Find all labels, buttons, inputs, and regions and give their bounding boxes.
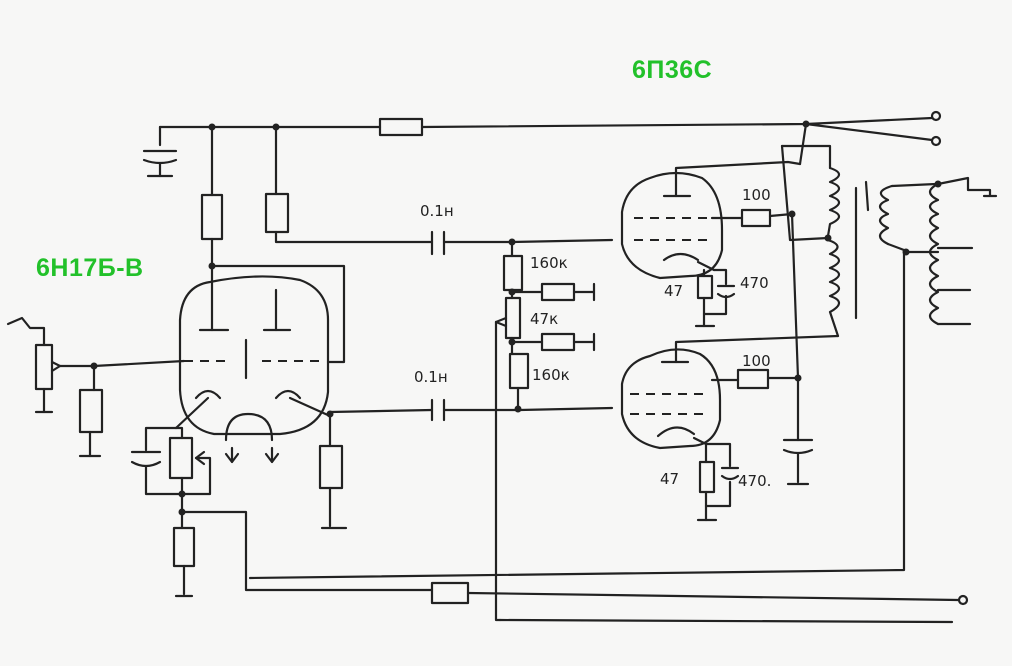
balance-pot	[168, 436, 194, 480]
screen-supply	[782, 122, 814, 486]
screen-resistor-bottom-value: 47	[660, 470, 679, 488]
input-network	[6, 316, 186, 458]
supply-rail	[142, 110, 942, 178]
grid-leak-resistor	[78, 388, 104, 434]
cathode-resistor-bottom	[698, 460, 716, 494]
feedback-resistor	[430, 581, 470, 605]
bias-pot	[504, 296, 522, 340]
plate-resistor-2	[264, 192, 290, 234]
tail-resistor	[172, 526, 196, 568]
grid-resistor-bottom	[508, 352, 530, 390]
cathode-cap-bottom-value: 470.	[738, 472, 771, 490]
screen-resistor-bottom	[736, 368, 770, 390]
output-terminal	[957, 594, 969, 606]
bias-resistor-bottom	[540, 332, 576, 352]
bias-resistor-top	[540, 282, 576, 302]
grid-resistor-bottom-value: 160к	[532, 366, 570, 384]
output-tube-top	[620, 160, 802, 328]
grid-resistor-top-value: 160к	[530, 254, 568, 272]
supply-terminal-2	[930, 135, 942, 147]
supply-dropping-resistor	[378, 117, 424, 137]
driver-tube-label: 6Н17Б-В	[36, 254, 144, 282]
output-tube-bottom	[620, 334, 840, 522]
cap-bottom-value: 0.1н	[414, 368, 448, 386]
cathode-cap-top-value: 470	[740, 274, 769, 292]
driver-tube	[174, 125, 434, 464]
cap-top-value: 0.1н	[420, 202, 454, 220]
grid-resistor-top	[502, 254, 524, 292]
cathode-load-resistor	[318, 444, 344, 490]
supply-terminal-1	[930, 110, 942, 122]
screen-resistor-bottom-value-label: 100	[742, 352, 771, 370]
screen-resistor-top	[740, 208, 772, 228]
volume-pot	[34, 343, 54, 391]
output-transformer	[248, 144, 998, 580]
coupling-caps	[328, 230, 614, 422]
plate-resistor-1	[200, 193, 224, 241]
bias-network	[494, 240, 954, 624]
bias-pot-value: 47к	[530, 310, 558, 328]
output-tube-label: 6П36С	[632, 56, 713, 84]
driver-cathode-network	[130, 410, 969, 606]
cathode-resistor-top	[696, 274, 714, 300]
cathode-resistor-top-value: 47	[664, 282, 683, 300]
screen-resistor-top-value: 100	[742, 186, 771, 204]
